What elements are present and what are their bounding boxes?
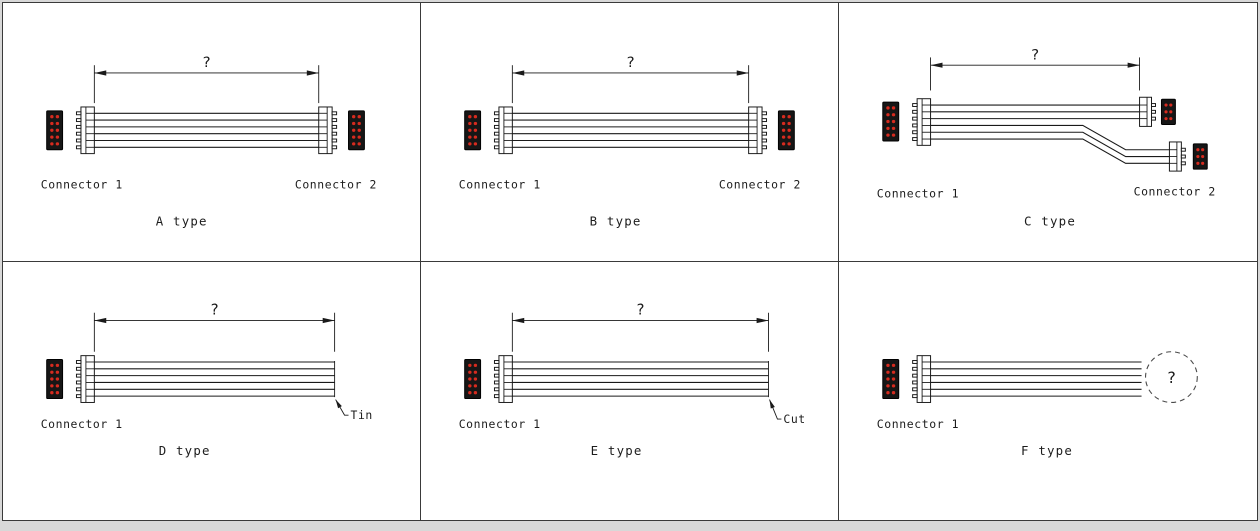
dimension-line — [93, 312, 336, 352]
cable-wires — [94, 112, 319, 148]
cable-wires — [930, 360, 1142, 397]
connector2-label: Connector 2 — [719, 179, 801, 192]
connector2-label: Connector 2 — [295, 179, 377, 192]
dimension-line — [93, 65, 320, 104]
connector2-lower-icon — [1168, 141, 1208, 172]
cable-wires — [94, 360, 336, 397]
connector2-icon — [318, 106, 365, 155]
tin-leader-line — [335, 398, 349, 416]
connector1-icon — [464, 354, 513, 403]
dimension-label: ? — [636, 301, 645, 318]
panel-b-type: ? Connector 1 Connector 2 B type — [421, 3, 839, 262]
connector1-icon — [882, 98, 932, 146]
connector1-icon — [882, 354, 932, 403]
cable-wires — [930, 104, 1170, 164]
panel-title: D type — [159, 444, 211, 458]
drawing-sheet: ? Connector 1 Connector 2 A type — [2, 2, 1258, 521]
connector1-label: Connector 1 — [459, 179, 541, 192]
connector1-icon — [464, 106, 513, 155]
connector2-upper-icon — [1139, 96, 1176, 127]
connector1-label: Connector 1 — [877, 416, 959, 430]
connector1-label: Connector 1 — [877, 187, 959, 200]
dimension-label: ? — [1031, 47, 1040, 64]
connector2-label: Connector 2 — [1134, 186, 1216, 199]
panel-title: B type — [590, 215, 642, 229]
panel-c-drawing: ? Connector 1 Connector 2 C type — [877, 47, 1216, 229]
connector1-label: Connector 1 — [459, 417, 541, 430]
panel-d-type: ? Tin Connector 1 D type — [3, 261, 421, 520]
cable-wires — [512, 112, 749, 148]
panel-a-drawing: ? Connector 1 Connector 2 A type — [41, 54, 377, 229]
panel-title: F type — [1021, 444, 1073, 458]
panel-title: C type — [1024, 215, 1076, 229]
cut-leader-line — [769, 398, 782, 419]
panel-title: E type — [591, 444, 643, 458]
panel-e-type: ? Cut Connector 1 E type — [421, 261, 839, 520]
panel-e-drawing: ? Cut Connector 1 E type — [459, 301, 805, 458]
connector1-label: Connector 1 — [41, 179, 123, 192]
connector2-icon — [748, 106, 795, 155]
panel-f-drawing: ? Connector 1 F type — [877, 350, 1198, 458]
wire-end-label: Tin — [350, 409, 372, 422]
dimension-label: ? — [626, 54, 635, 71]
dimension-label: ? — [202, 54, 211, 71]
panel-b-drawing: ? Connector 1 Connector 2 B type — [459, 54, 801, 229]
dimension-label: ? — [210, 301, 219, 318]
connector1-label: Connector 1 — [41, 417, 123, 430]
connector1-icon — [46, 354, 95, 403]
unknown-end-circle — [1144, 350, 1198, 403]
dimension-line — [511, 312, 769, 352]
panel-title: A type — [156, 215, 208, 229]
panel-f-type: ? Connector 1 F type — [839, 262, 1257, 521]
unknown-end-label: ? — [1167, 368, 1177, 387]
dimension-line — [511, 65, 750, 104]
cable-wires — [512, 360, 769, 397]
wire-end-label: Cut — [783, 413, 805, 426]
panel-a-type: ? Connector 1 Connector 2 A type — [3, 3, 421, 262]
dimension-line — [930, 57, 1141, 91]
connector1-icon — [46, 106, 95, 155]
panel-c-type: ? Connector 1 Connector 2 C type — [839, 3, 1257, 262]
panel-d-drawing: ? Tin Connector 1 D type — [41, 301, 373, 458]
